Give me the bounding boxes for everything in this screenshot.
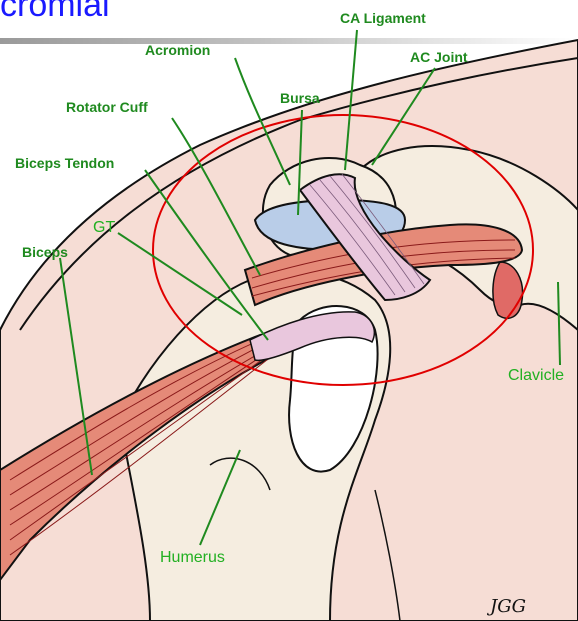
label-ca-ligament: CA Ligament (340, 10, 426, 26)
artist-signature: JGG (486, 596, 526, 617)
label-clavicle: Clavicle (508, 367, 564, 384)
label-biceps: Biceps (22, 244, 68, 260)
label-gt: GT (93, 219, 115, 236)
label-humerus: Humerus (160, 549, 225, 566)
label-biceps-tendon: Biceps Tendon (15, 155, 114, 171)
label-ac-joint: AC Joint (410, 49, 468, 65)
label-rotator-cuff: Rotator Cuff (66, 99, 148, 115)
label-acromion: Acromion (145, 42, 210, 58)
label-bursa: Bursa (280, 90, 320, 106)
